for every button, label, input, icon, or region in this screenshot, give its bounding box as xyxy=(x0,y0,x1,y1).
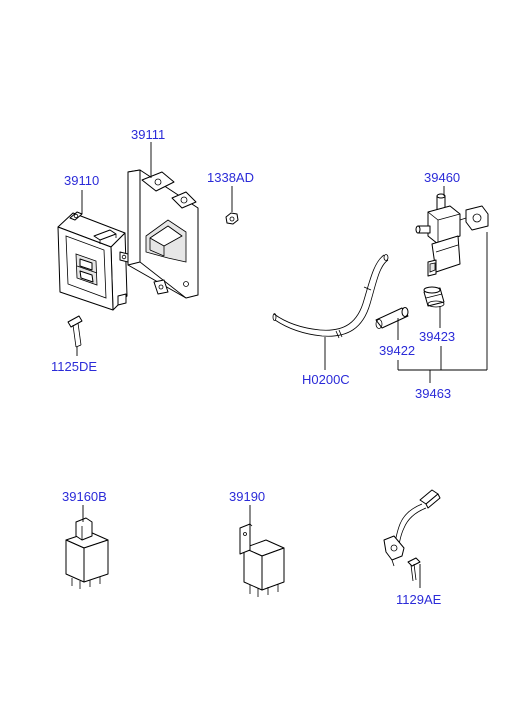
sensor-bolt-part xyxy=(407,557,421,582)
sensor-part xyxy=(383,489,441,567)
ecu-part xyxy=(57,211,129,311)
label-bracket: 39111 xyxy=(131,127,165,142)
relay-b-part xyxy=(239,523,285,597)
relay-a-part xyxy=(65,517,109,589)
leader-assembly xyxy=(397,232,488,383)
label-relay-a: 39160B xyxy=(62,489,107,504)
label-nut: 1338AD xyxy=(207,170,254,185)
nut-part xyxy=(225,212,239,225)
label-cap-large: 39423 xyxy=(419,329,455,344)
label-assembly: 39463 xyxy=(415,386,451,401)
cap-large-part xyxy=(423,286,445,308)
bracket-part xyxy=(127,169,199,299)
ecu-bolt-part xyxy=(67,315,83,348)
label-ecu: 39110 xyxy=(64,173,99,188)
label-solenoid: 39460 xyxy=(424,170,460,185)
label-sensor-bolt: 1129AE xyxy=(396,592,442,607)
label-hose: H0200C xyxy=(302,372,350,387)
label-cap-small: 39422 xyxy=(379,343,415,358)
label-ecu-bolt: 1125DE xyxy=(51,359,97,374)
cap-small-part xyxy=(375,307,409,329)
label-relay-b: 39190 xyxy=(229,489,265,504)
solenoid-part xyxy=(415,193,489,277)
hose-part xyxy=(272,254,389,339)
